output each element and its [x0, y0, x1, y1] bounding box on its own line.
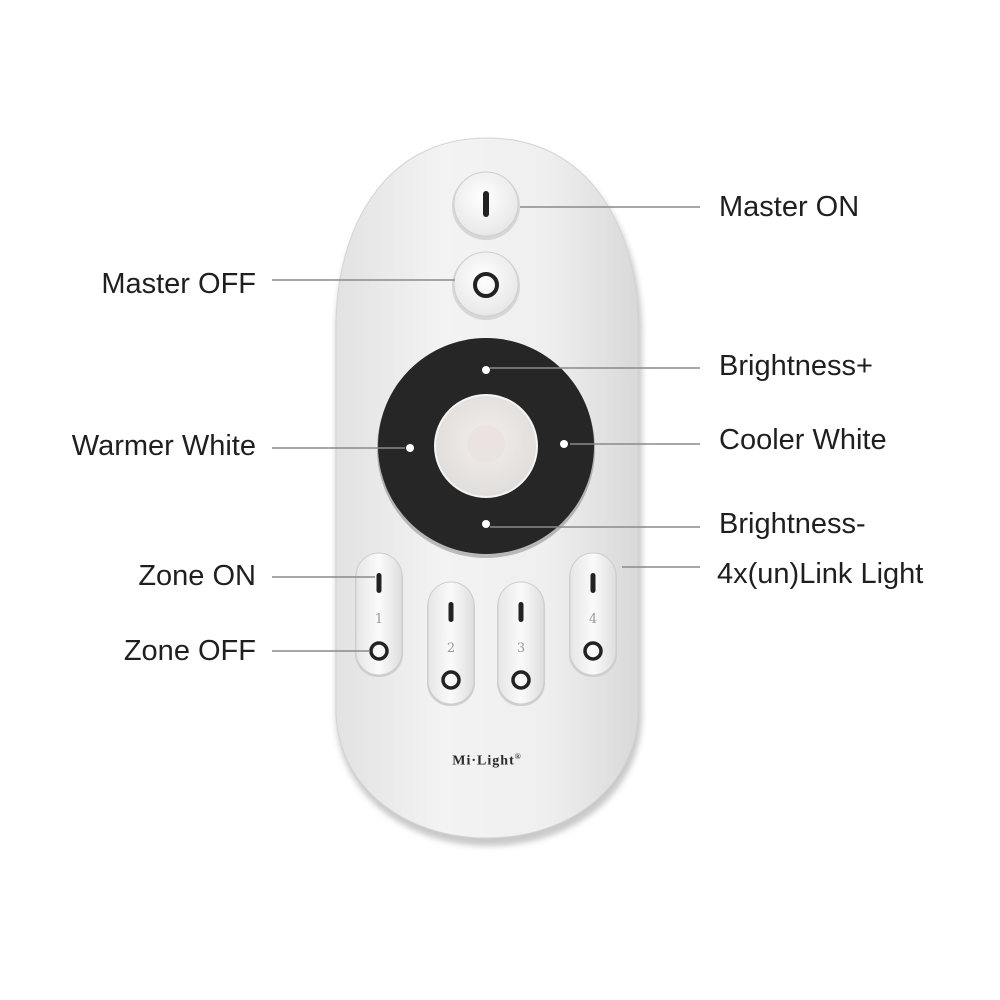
zone-1-number: 1: [375, 612, 383, 627]
zone-4-key[interactable]: 4: [569, 552, 617, 677]
dial-ring[interactable]: [377, 338, 595, 558]
label-zone-on: Zone ON: [138, 560, 256, 592]
label-cooler-white: Cooler White: [719, 424, 887, 456]
label-zone-off: Zone OFF: [123, 635, 256, 667]
power-off-icon: [473, 272, 499, 298]
label-master-off: Master OFF: [101, 268, 256, 300]
brightness-down-dot: [482, 520, 490, 528]
master-off-button[interactable]: [452, 251, 520, 320]
label-brightness-plus: Brightness+: [719, 350, 873, 382]
label-warmer-white: Warmer White: [71, 430, 256, 462]
zone-3-off-icon[interactable]: [511, 670, 531, 690]
master-on-button[interactable]: [452, 171, 520, 240]
zone-2-key[interactable]: 2: [427, 581, 475, 706]
brand-registered-mark: ®: [514, 752, 522, 761]
zone-1-key[interactable]: 1: [355, 552, 403, 677]
brightness-up-dot: [482, 366, 490, 374]
zone-3-number: 3: [517, 641, 525, 656]
label-master-on: Master ON: [719, 191, 860, 223]
zone-3-key[interactable]: 3: [497, 581, 545, 706]
zone-2-off-icon[interactable]: [441, 670, 461, 690]
warmer-white-dot: [406, 444, 414, 452]
zone-1-on-icon[interactable]: [376, 573, 382, 593]
cooler-white-dot: [560, 440, 568, 448]
zone-4-on-icon[interactable]: [590, 573, 596, 593]
label-brightness-minus: Brightness-: [719, 508, 866, 540]
zone-3-on-icon[interactable]: [518, 602, 524, 622]
power-on-icon: [483, 191, 489, 217]
zone-4-off-icon[interactable]: [583, 641, 603, 661]
brand-name: Mi·Light: [452, 753, 515, 769]
zone-4-number: 4: [589, 612, 597, 627]
zone-2-number: 2: [447, 641, 455, 656]
label-link-light: 4x(un)Link Light: [717, 558, 924, 590]
brand-logo: Mi·Light®: [432, 752, 542, 770]
callout-lines: [272, 206, 700, 652]
zone-2-on-icon[interactable]: [448, 602, 454, 622]
zone-1-off-icon[interactable]: [369, 641, 389, 661]
